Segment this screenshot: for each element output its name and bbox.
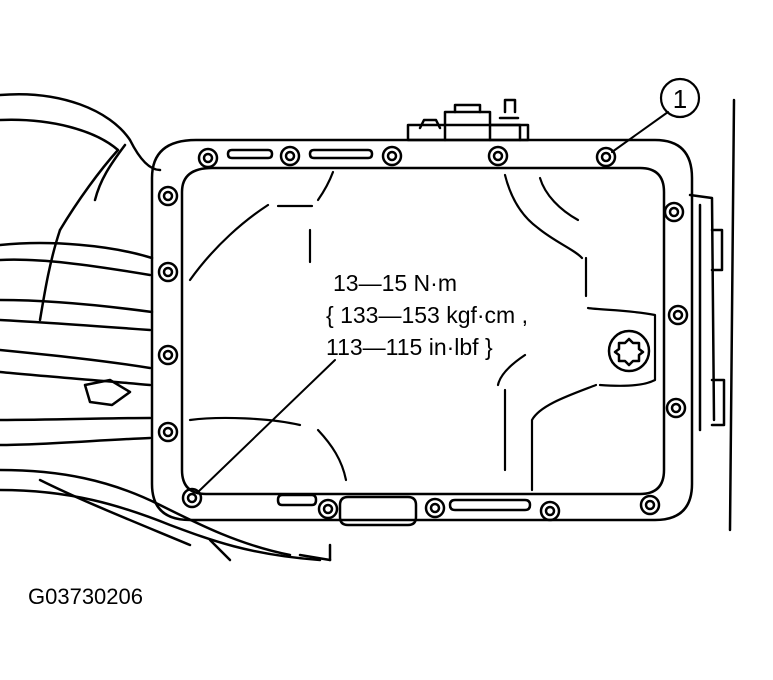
- bolt: [157, 344, 179, 366]
- bolt: [317, 498, 339, 520]
- bolt: [157, 421, 179, 443]
- bolt: [487, 145, 509, 167]
- bolt: [157, 261, 179, 283]
- torque-spec-kgfcm: { 133—153 kgf·cm ,: [326, 302, 528, 328]
- transmission-housing: [0, 93, 332, 562]
- oil-pan-outer-flange: [150, 138, 694, 522]
- oil-pan-inner-edge: [180, 166, 666, 496]
- torque-leader-line: [197, 359, 336, 493]
- callout-number: 1: [673, 84, 687, 114]
- pan-contours: [188, 170, 657, 492]
- bolt: [197, 147, 219, 169]
- bolt: [667, 304, 689, 326]
- callout-1: 1: [611, 77, 701, 153]
- bolt: [595, 146, 617, 168]
- figure-code: G03730206: [28, 584, 143, 609]
- bolt: [279, 145, 301, 167]
- top-fitting: [406, 98, 530, 142]
- bolt: [157, 185, 179, 207]
- bolt: [424, 497, 446, 519]
- bolt: [539, 500, 561, 522]
- right-housing: [688, 98, 736, 532]
- bolt: [639, 494, 661, 516]
- flange-slots: [226, 148, 532, 527]
- bolt: [381, 145, 403, 167]
- bolt: [181, 487, 203, 509]
- torque-spec-inlbf: 113—115 in·lbf }: [326, 334, 493, 360]
- bolt: [665, 397, 687, 419]
- flange-bolts: [157, 145, 689, 522]
- torque-spec-nm: 13—15 N·m: [333, 270, 457, 296]
- drain-plug: [607, 329, 651, 373]
- bolt: [663, 201, 685, 223]
